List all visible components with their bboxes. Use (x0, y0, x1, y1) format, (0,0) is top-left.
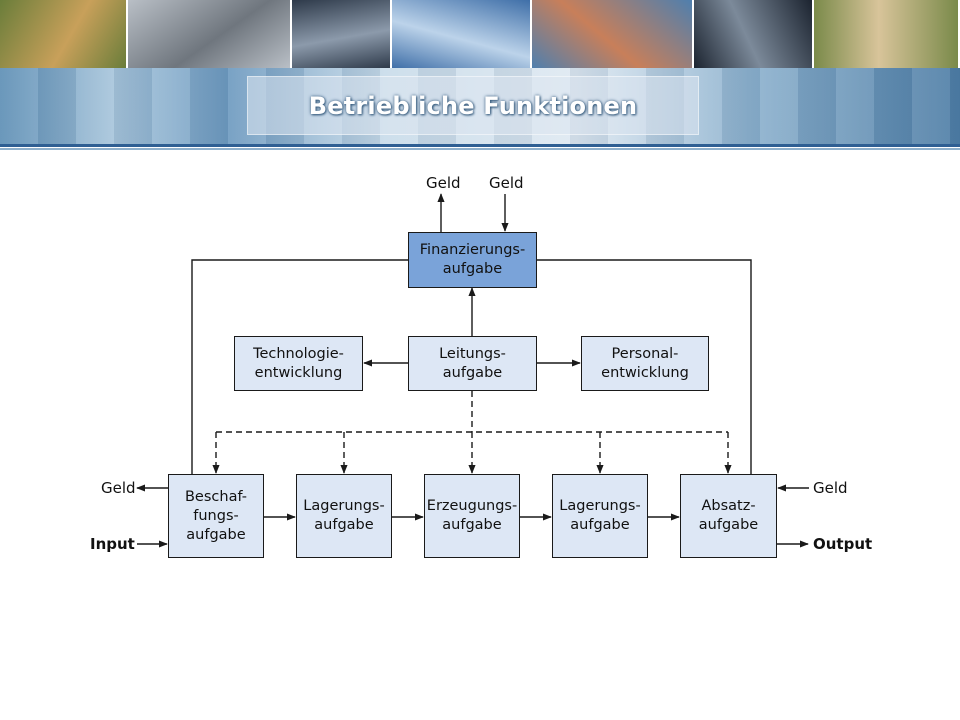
label-output: Output (813, 535, 873, 553)
box-leitungsaufgabe: Leitungs- aufgabe (408, 336, 537, 391)
box-beschaffungsaufgabe: Beschaf- fungs- aufgabe (168, 474, 264, 558)
header-photo-strip (0, 0, 960, 68)
box-beschaffungsaufgabe-label: Beschaf- fungs- aufgabe (184, 488, 247, 543)
header-divider (0, 144, 960, 147)
box-lagerungsaufgabe-1-label: Lagerungs- aufgabe (303, 498, 385, 533)
box-lagerungsaufgabe-1: Lagerungs- aufgabe (296, 474, 392, 558)
box-leitungsaufgabe-label: Leitungs- aufgabe (439, 345, 506, 381)
label-geld-top-out: Geld (426, 174, 461, 192)
box-lagerungsaufgabe-2: Lagerungs- aufgabe (552, 474, 648, 558)
label-geld-top-in: Geld (489, 174, 524, 192)
box-finanzierungsaufgabe-label: Finanzierungs- aufgabe (419, 242, 526, 277)
box-finanzierungsaufgabe: Finanzierungs- aufgabe (408, 232, 537, 288)
loop-left-to-finanzierung (191, 259, 408, 474)
produce-market-photo (814, 0, 960, 68)
business-people-photo (392, 0, 532, 68)
box-technologieentwicklung: Technologie- entwicklung (234, 336, 363, 391)
header-divider-light (0, 148, 960, 150)
box-absatzaufgabe-label: Absatz- aufgabe (698, 498, 759, 533)
office-building-photo (694, 0, 814, 68)
box-erzeugungsaufgabe-label: Erzeugungs- aufgabe (426, 498, 518, 533)
container-port-photo (532, 0, 694, 68)
box-erzeugungsaufgabe: Erzeugungs- aufgabe (424, 474, 520, 558)
label-geld-right: Geld (813, 479, 848, 497)
box-personalentwicklung: Personal- entwicklung (581, 336, 709, 391)
loop-right-to-finanzierung (537, 259, 752, 474)
handshake-photo (128, 0, 292, 68)
bull-bear-photo (292, 0, 392, 68)
label-input: Input (90, 535, 135, 553)
box-absatzaufgabe: Absatz- aufgabe (680, 474, 777, 558)
market-photo (0, 0, 128, 68)
page-title: Betriebliche Funktionen (308, 91, 638, 120)
box-personalentwicklung-label: Personal- entwicklung (601, 345, 689, 381)
title-box: Betriebliche Funktionen (247, 76, 699, 135)
box-lagerungsaufgabe-2-label: Lagerungs- aufgabe (559, 498, 641, 533)
label-geld-left: Geld (101, 479, 136, 497)
box-technologieentwicklung-label: Technologie- entwicklung (253, 345, 344, 381)
